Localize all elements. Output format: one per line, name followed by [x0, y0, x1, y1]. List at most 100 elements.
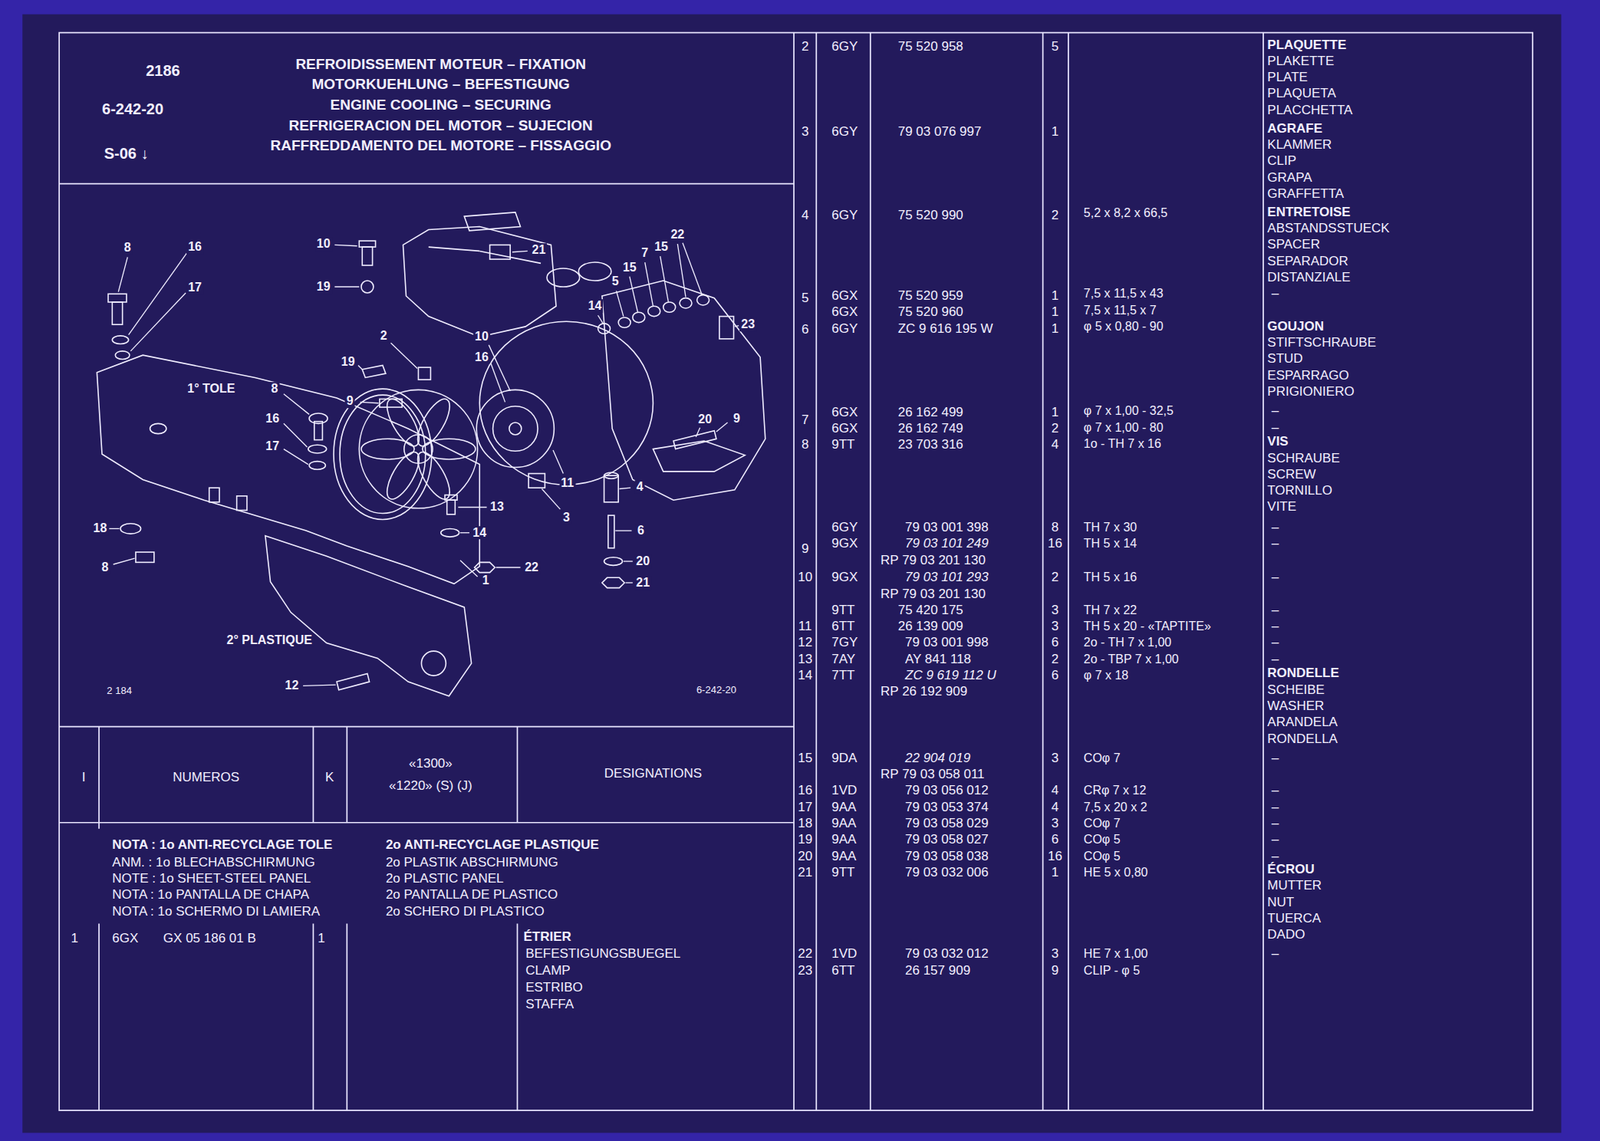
table-cell: 3	[1051, 816, 1059, 832]
callout-number: 17	[186, 281, 204, 296]
drawing-part	[265, 536, 472, 697]
table-cell: 16	[1047, 536, 1063, 552]
drawing-part	[679, 298, 692, 309]
table-heading: VIS	[1267, 434, 1288, 450]
drawing-part	[546, 268, 580, 287]
drawing-part	[682, 243, 702, 296]
table-cell: 75 520 959	[898, 289, 964, 304]
callout-number: 15	[621, 260, 639, 275]
dimension: COφ 5	[1083, 849, 1121, 864]
table-cell: –	[1271, 849, 1279, 864]
drawing-part	[312, 924, 315, 1112]
table-cell: 1	[1051, 404, 1059, 420]
callout-number: 9	[731, 411, 742, 426]
table-cell: 6TT	[831, 619, 855, 635]
dimension: TH 5 x 14	[1083, 537, 1137, 552]
table-cell: 9AA	[831, 800, 856, 815]
table-cell: 6GY	[831, 39, 858, 55]
drawing-part	[391, 342, 419, 369]
callout-number: 2° PLASTIQUE	[225, 633, 314, 648]
callout-number: 1° TOLE	[185, 381, 237, 396]
drawing-part	[302, 684, 336, 686]
table-cell: 6GX	[831, 305, 858, 320]
table-cell: DISTANZIALE	[1267, 270, 1350, 286]
drawing-part	[645, 262, 654, 307]
drawing-part	[493, 406, 539, 452]
drawing-part	[108, 293, 127, 303]
drawing-part	[793, 32, 795, 1111]
table-cell: 8	[1051, 520, 1059, 536]
table-cell: ZC 9 616 195 W	[898, 321, 994, 336]
drawing-part	[381, 447, 426, 504]
table-cell: 9	[1051, 963, 1059, 978]
table-cell: ESTRIBO	[525, 980, 583, 995]
table-cell: ANM. : 1o BLECHABSCHIRMUNG	[111, 855, 316, 870]
leader-lines	[108, 243, 739, 687]
table-cell: 7GY	[831, 635, 858, 651]
table-cell: –	[1271, 651, 1279, 667]
table-cell: 1	[1051, 865, 1059, 881]
drawing-part	[598, 323, 611, 334]
heading-line: RAFFREDDAMENTO DEL MOTORE – FISSAGGIO	[269, 138, 611, 155]
table-cell: –	[1271, 800, 1279, 815]
sheet-ground	[22, 14, 1561, 1134]
table-cell: –	[1271, 404, 1279, 419]
callout-number: 18	[91, 522, 109, 537]
table-heading: ÉCROU	[1267, 862, 1314, 878]
table-cell: 10	[797, 570, 813, 586]
callout-number: 2	[378, 329, 389, 343]
table-cell: PLAKETTE	[1267, 54, 1334, 70]
drawing-part	[108, 528, 119, 530]
table-cell: PLACCHETTA	[1267, 102, 1353, 118]
drawing-part	[618, 317, 631, 328]
table-cell: 9AA	[831, 849, 856, 864]
table-cell: ARANDELA	[1267, 715, 1338, 731]
drawing-part	[604, 557, 623, 567]
dimension: COφ 5	[1083, 833, 1121, 848]
drawing-part	[516, 924, 519, 1112]
table-cell: 3	[1051, 603, 1059, 619]
drawing-part	[663, 302, 676, 313]
table-cell: PLAQUETA	[1267, 86, 1336, 102]
dimension: COφ 7	[1083, 751, 1121, 766]
drawing-part	[719, 316, 735, 340]
table-cell: 16	[1047, 849, 1063, 864]
table-cell: 79 03 053 374	[905, 800, 989, 815]
table-cell: 20	[797, 849, 813, 864]
table-cell: 79 03 056 012	[905, 783, 989, 799]
drawing-part	[648, 306, 661, 317]
table-cell: 1	[1051, 305, 1059, 320]
drawing-part	[113, 558, 135, 565]
callout-number: 8	[269, 381, 280, 396]
drawing-part	[428, 246, 481, 251]
table-cell: 9AA	[831, 832, 856, 848]
table-cell: 21	[797, 865, 813, 881]
dimension: TH 5 x 16	[1083, 571, 1137, 586]
drawing-part	[135, 552, 155, 563]
drawing-part	[677, 243, 686, 297]
callout-number: 17	[263, 439, 281, 454]
table-cell: 2o PANTALLA DE PLASTICO	[385, 888, 558, 903]
drawing-part	[460, 560, 478, 577]
table-cell: 17	[797, 800, 813, 815]
dimension: 7,5 x 11,5 x 7	[1083, 303, 1157, 318]
drawing-part	[334, 286, 359, 287]
drawing-part	[598, 315, 604, 324]
callout-number: 8	[122, 241, 133, 256]
table-cell: 9TT	[831, 603, 855, 619]
table-cell: –	[1271, 832, 1279, 848]
table-cell: –	[1271, 570, 1279, 586]
dimension: φ 7 x 1,00 - 80	[1083, 421, 1164, 435]
dimension: HE 5 x 0,80	[1083, 865, 1149, 880]
drawing-part	[421, 651, 446, 676]
drawing-part	[553, 450, 563, 475]
table-cell: 6GX	[831, 421, 858, 437]
table-cell: 79 03 032 012	[905, 947, 989, 962]
table-cell: 26 157 909	[905, 963, 971, 978]
table-cell: –	[1271, 520, 1279, 536]
drawing-part	[59, 726, 794, 728]
table-cell: 2o PLASTIC PANEL	[385, 872, 504, 887]
drawing-part	[734, 325, 739, 327]
table-cell: 6GY	[831, 321, 858, 336]
table-cell: 23 703 316	[898, 437, 964, 453]
